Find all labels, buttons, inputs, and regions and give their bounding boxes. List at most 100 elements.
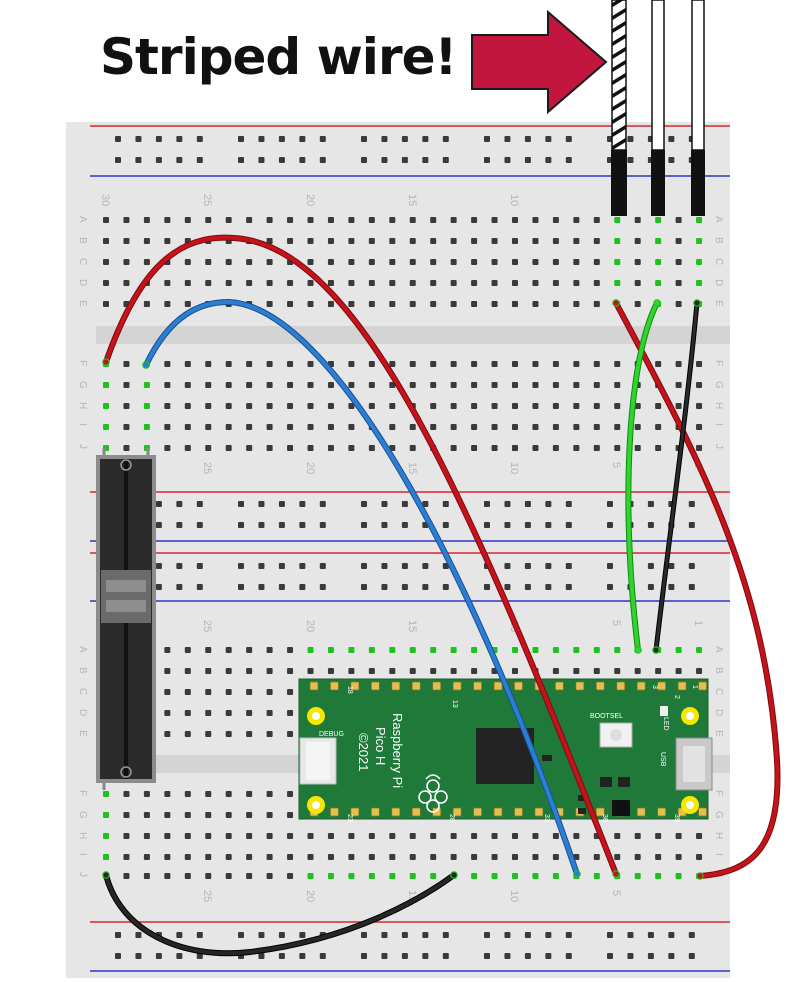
col-number-20: 20 (304, 462, 316, 474)
hole (491, 833, 498, 839)
hole (361, 157, 367, 163)
hole (246, 812, 253, 818)
hole (225, 791, 232, 797)
hole (634, 259, 641, 265)
hole (593, 854, 600, 860)
pico-pin (452, 807, 462, 817)
hole (327, 217, 334, 223)
connected-hole (348, 873, 355, 879)
hole (688, 932, 695, 938)
hole (484, 932, 490, 938)
hole (196, 136, 203, 142)
hole (307, 217, 314, 223)
hole (545, 953, 552, 959)
hole (573, 445, 580, 451)
hole (668, 953, 675, 959)
hole (545, 501, 552, 507)
connected-hole (368, 873, 375, 879)
hole (184, 791, 191, 797)
pico-pin (473, 807, 482, 817)
hole (184, 217, 191, 223)
hole (205, 833, 212, 839)
hole (634, 424, 641, 430)
hole (524, 136, 531, 142)
hole (552, 445, 559, 451)
hole (532, 445, 539, 451)
hole (593, 301, 600, 307)
connected-hole (573, 647, 580, 653)
hole (389, 833, 396, 839)
hole (668, 563, 675, 569)
connected-hole (655, 280, 662, 286)
row-letter: E (77, 730, 88, 737)
row-letter: G (77, 811, 88, 819)
hole (123, 259, 130, 265)
hole (246, 854, 253, 860)
hole (430, 833, 437, 839)
hole (512, 403, 518, 409)
hole (524, 157, 531, 163)
hole (266, 301, 273, 307)
hole (184, 833, 191, 839)
hole (647, 563, 654, 569)
col-number-1: 1 (692, 620, 704, 626)
hole (389, 238, 396, 244)
hole (266, 217, 273, 223)
hole (115, 932, 121, 938)
hole (647, 932, 654, 938)
row-letter: G (77, 381, 88, 389)
pico-pin (636, 807, 646, 817)
hole (627, 136, 634, 142)
hole (278, 932, 285, 938)
hole (484, 584, 490, 590)
wire-ends (102, 299, 704, 880)
hole (307, 238, 314, 244)
wire-end (634, 646, 642, 654)
connected-hole (675, 873, 682, 879)
hole (164, 280, 171, 286)
hole (164, 854, 171, 860)
pin-label-2: 2 (673, 695, 680, 699)
hole (471, 424, 478, 430)
hole (123, 812, 130, 818)
hole (668, 932, 675, 938)
hole (668, 584, 675, 590)
hole (409, 424, 416, 430)
raspberry-logo-icon (418, 774, 448, 813)
hole (450, 280, 457, 286)
connected-hole (696, 217, 703, 223)
breadboard-holes (103, 136, 703, 959)
hole (422, 584, 429, 590)
hole (430, 280, 437, 286)
hole (184, 424, 191, 430)
hole (696, 445, 703, 451)
col-number-5: 5 (610, 620, 622, 626)
hole (266, 854, 273, 860)
hole (327, 854, 334, 860)
hole (450, 217, 457, 223)
pin-label-28: 28 (448, 814, 455, 822)
pico-pin (411, 807, 421, 817)
hole (258, 136, 265, 142)
hole (299, 563, 306, 569)
hole (164, 403, 171, 409)
hole (524, 501, 531, 507)
pico-pin (595, 681, 605, 691)
hole (442, 501, 449, 507)
connected-hole (307, 873, 314, 879)
hole (176, 584, 183, 590)
hole (307, 854, 314, 860)
hole (176, 932, 183, 938)
col-number-10: 10 (508, 194, 520, 206)
hole (552, 668, 559, 674)
white-wire-3 (691, 0, 705, 151)
connected-hole (430, 647, 437, 653)
hole (565, 584, 572, 590)
hole (143, 259, 150, 265)
hole (205, 217, 212, 223)
hole (319, 136, 326, 142)
pico-pin (350, 807, 360, 817)
hole (246, 361, 253, 367)
hole (123, 403, 130, 409)
hole (164, 812, 171, 818)
